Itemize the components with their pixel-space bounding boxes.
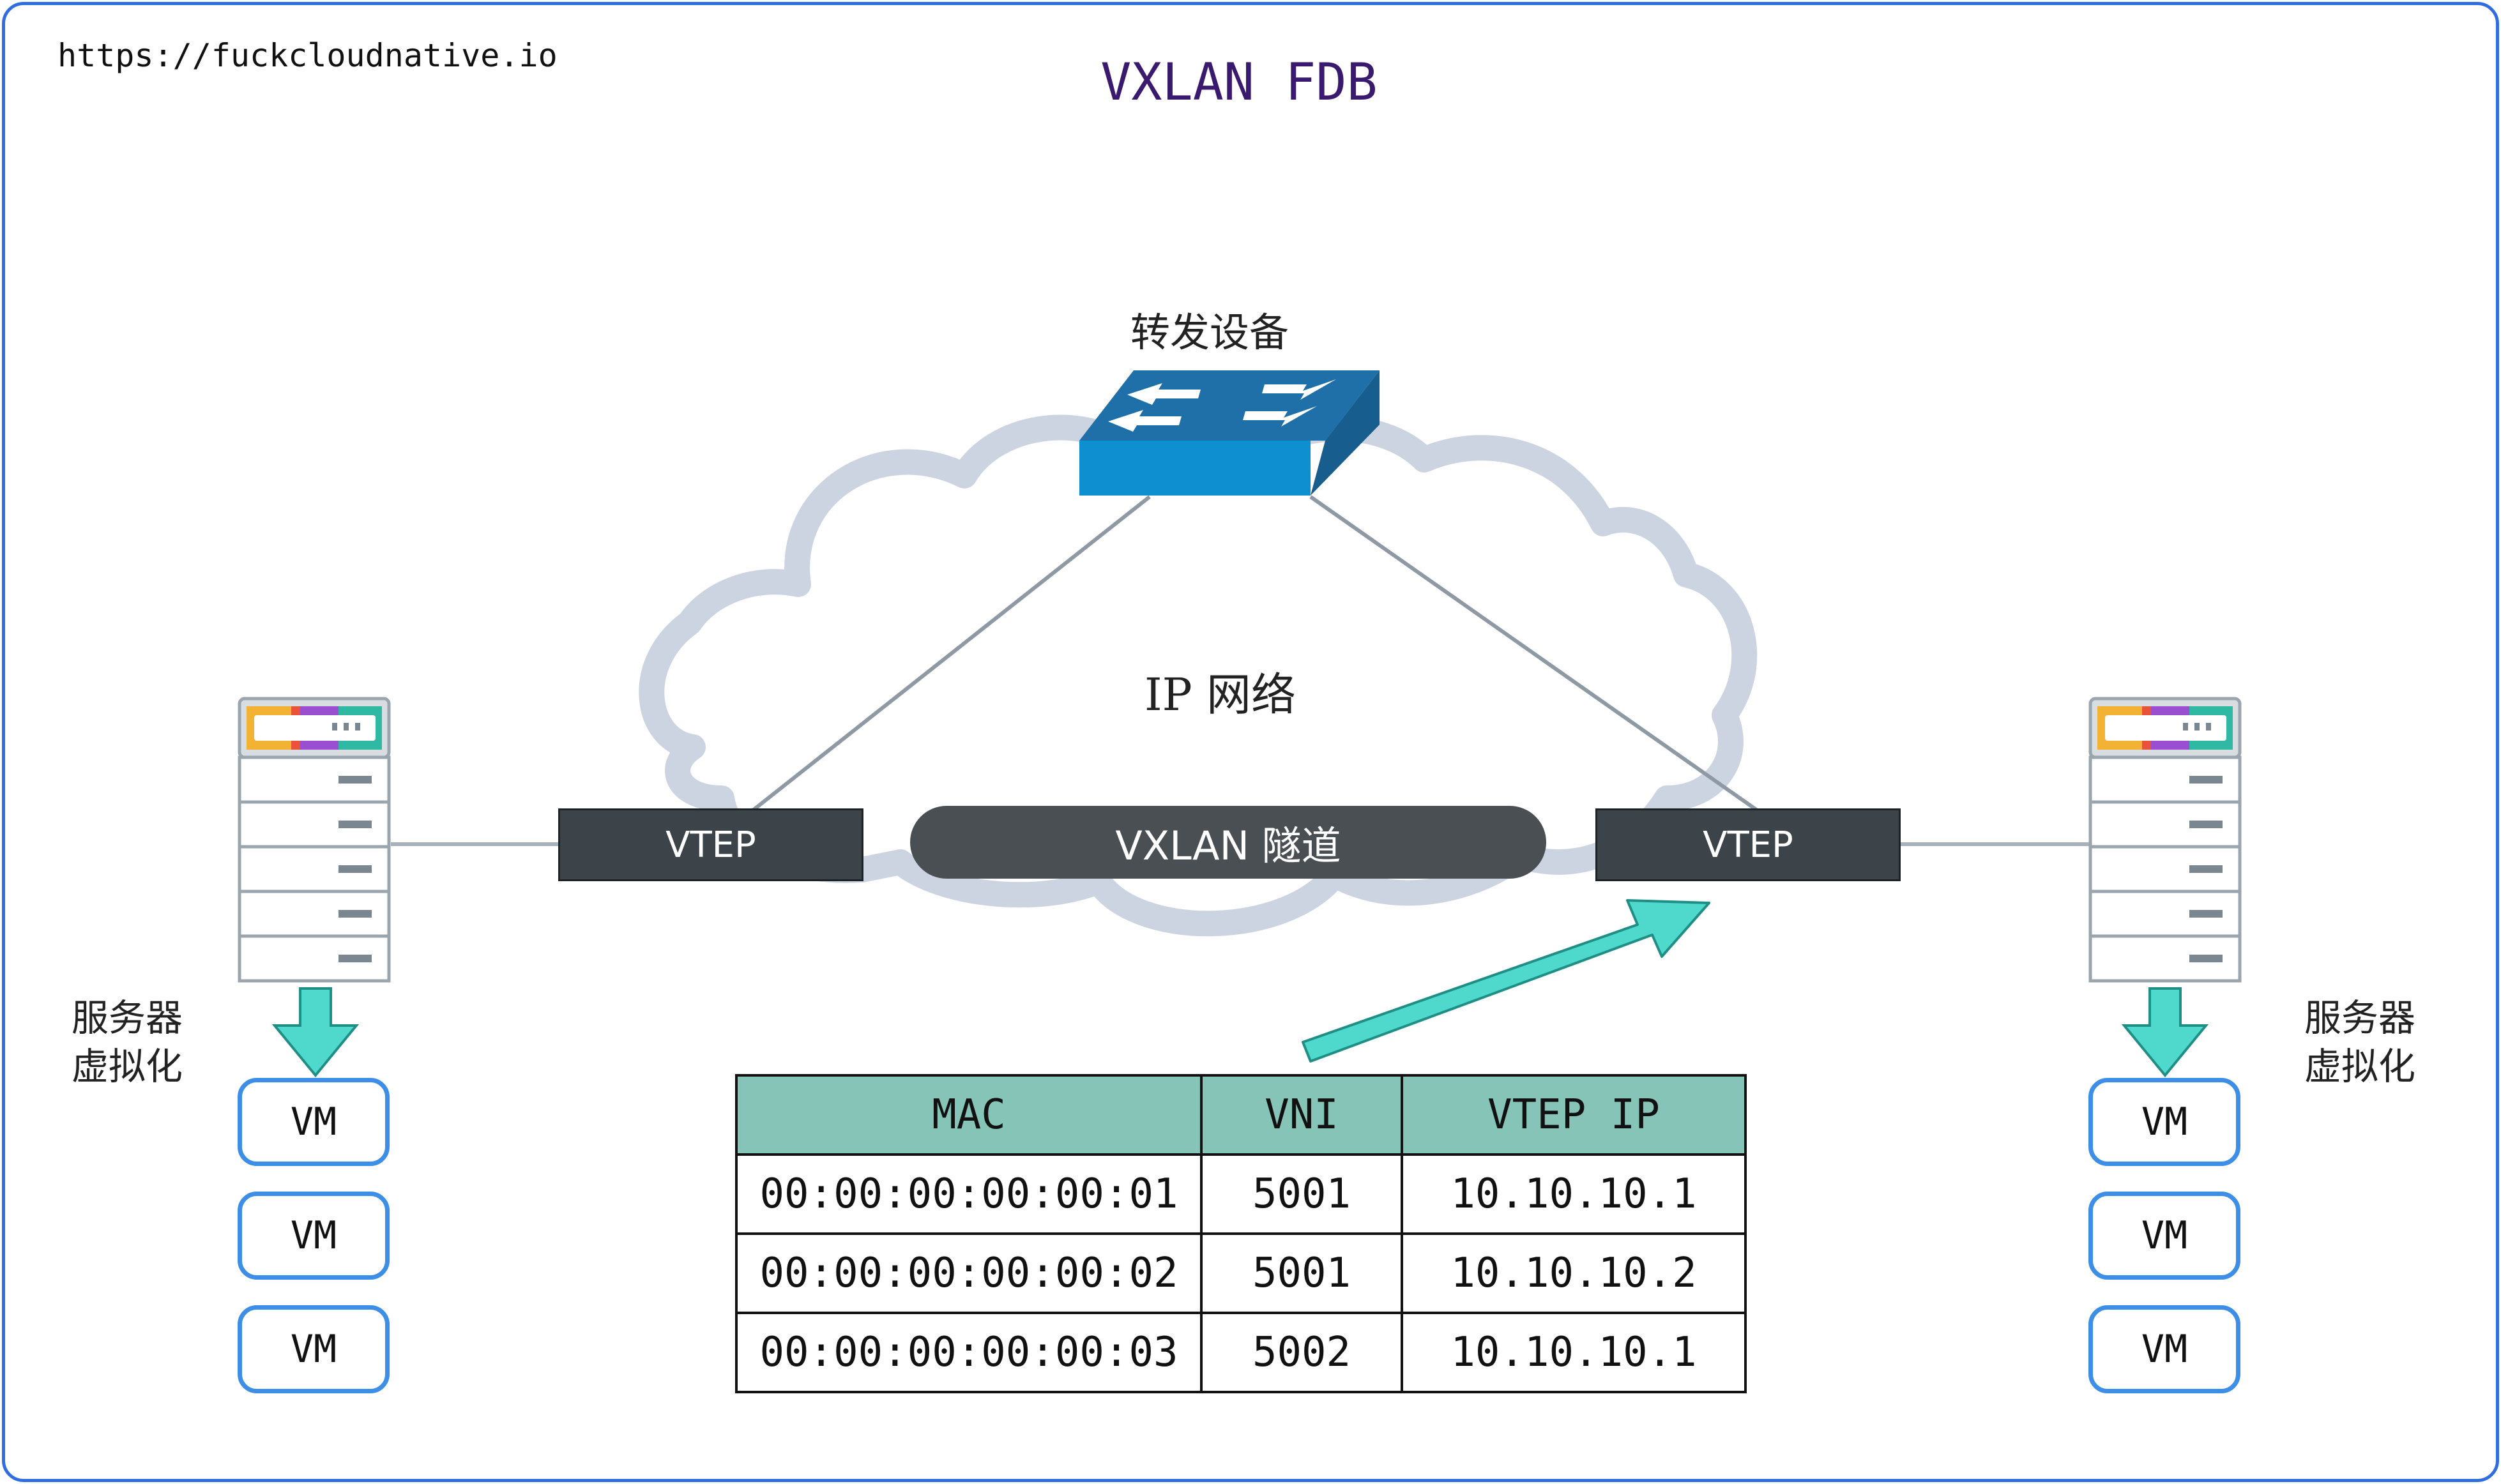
forwarding-device-label: 转发设备 — [1130, 309, 1289, 356]
fdb-cell-mac: 00:00:00:00:00:01 — [735, 1153, 1203, 1235]
left-vm-3[interactable]: VM — [238, 1305, 390, 1393]
fdb-cell-vni: 5001 — [1200, 1153, 1403, 1235]
vxlan-tunnel-label: VXLAN 隧道 — [1115, 822, 1341, 869]
fdb-cell-mac: 00:00:00:00:00:02 — [735, 1232, 1203, 1314]
source-url: https://fuckcloudnative.io — [57, 37, 558, 74]
fdb-header-vtep-ip: VTEP IP — [1401, 1074, 1747, 1156]
left-vm-1[interactable]: VM — [238, 1078, 390, 1166]
left-server-icon — [238, 697, 391, 983]
fdb-cell-mac: 00:00:00:00:00:03 — [735, 1312, 1203, 1393]
ip-network-label: IP 网络 — [1144, 669, 1296, 721]
left-host-caption-line1: 服务器 — [72, 996, 183, 1040]
left-vtep: VTEP — [558, 808, 863, 881]
fdb-cell-vtep-ip: 10.10.10.1 — [1401, 1312, 1747, 1393]
fdb-cell-vni: 5001 — [1200, 1232, 1403, 1314]
fdb-cell-vni: 5002 — [1200, 1312, 1403, 1393]
right-host-caption: 服务器 虚拟化 — [2304, 994, 2415, 1091]
fdb-lookup-arrow-icon — [1302, 899, 1710, 1063]
link-switch-left-vtep — [752, 495, 1151, 812]
switch-icon — [1079, 370, 1380, 496]
right-vm-1[interactable]: VM — [2088, 1078, 2240, 1166]
left-vm-2[interactable]: VM — [238, 1192, 390, 1280]
fdb-table: MAC VNI VTEP IP 00:00:00:00:00:01 5001 1… — [735, 1074, 1747, 1393]
right-down-arrow-icon — [2121, 987, 2209, 1078]
page-title: VXLAN FDB — [1100, 52, 1378, 112]
right-server-icon — [2088, 697, 2242, 983]
right-host-caption-line1: 服务器 — [2304, 996, 2416, 1040]
left-host-caption-line2: 虚拟化 — [72, 1045, 183, 1088]
ip-network-cloud — [639, 414, 1758, 937]
vxlan-tunnel: VXLAN 隧道 — [910, 806, 1546, 879]
fdb-table-header-row: MAC VNI VTEP IP — [735, 1074, 1747, 1156]
right-host-caption-line2: 虚拟化 — [2304, 1045, 2416, 1088]
link-switch-right-vtep — [1309, 495, 1758, 812]
fdb-cell-vtep-ip: 10.10.10.2 — [1401, 1232, 1747, 1314]
table-row: 00:00:00:00:00:03 5002 10.10.10.1 — [735, 1312, 1747, 1393]
fdb-header-vni: VNI — [1200, 1074, 1403, 1156]
right-vm-2[interactable]: VM — [2088, 1192, 2240, 1280]
table-row: 00:00:00:00:00:02 5001 10.10.10.2 — [735, 1232, 1747, 1314]
left-down-arrow-icon — [271, 987, 360, 1078]
left-host-caption: 服务器 虚拟化 — [72, 994, 183, 1091]
right-vtep: VTEP — [1595, 808, 1901, 881]
fdb-header-mac: MAC — [735, 1074, 1203, 1156]
right-vm-3[interactable]: VM — [2088, 1305, 2240, 1393]
fdb-cell-vtep-ip: 10.10.10.1 — [1401, 1153, 1747, 1235]
table-row: 00:00:00:00:00:01 5001 10.10.10.1 — [735, 1153, 1747, 1235]
